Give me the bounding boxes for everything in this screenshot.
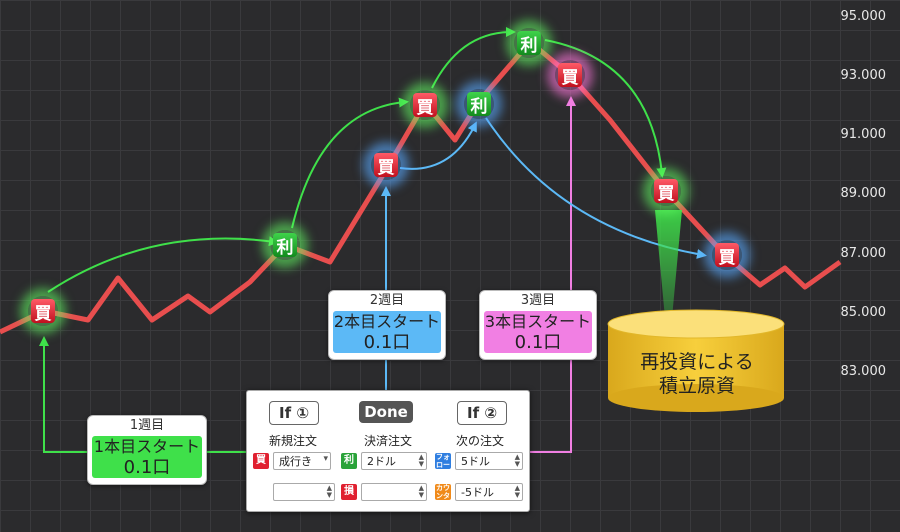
if2-label: If ② [457,401,507,425]
start-box: 3本目スタート 0.1口 [484,311,592,353]
lot-label: 0.1口 [363,332,411,353]
week3-card: 3週目 3本目スタート 0.1口 [479,290,597,360]
empty-stepper[interactable]: ▲▼ [273,483,335,501]
axis-tick: 83.000 [840,364,887,379]
take-profit-icon: 利 [341,453,357,469]
buy-badge: 買 [651,176,681,206]
week1-card: 1週目 1本目スタート 0.1口 [87,415,207,485]
done-label: Done [359,401,413,423]
order-type-select[interactable]: 成行き▾ [273,452,331,470]
arc-green-4 [544,39,667,178]
reinvest-line1: 再投資による [640,351,754,373]
price-line [0,39,842,335]
lot-label: 0.1口 [123,457,171,478]
buy-badge: 買 [410,90,440,120]
axis-tick: 85.000 [840,305,887,320]
axis-tick: 91.000 [840,127,887,142]
buy-badge: 買 [712,240,742,270]
new-order-header: 新規注文 [269,434,318,448]
follow-input[interactable]: 5ドル▲▼ [455,452,523,470]
buy-badge: 買 [28,296,58,326]
take-profit-badge: 利 [464,89,494,119]
reinvest-drum [607,309,785,412]
week2-card: 2週目 2本目スタート 0.1口 [328,290,446,360]
start-box: 1本目スタート 0.1口 [92,436,202,478]
funnel-to-drum [655,210,682,318]
start-label: 1本目スタート [93,437,201,456]
lot-label: 0.1口 [514,332,562,353]
if1-label: If ① [269,401,319,425]
start-box: 2本目スタート 0.1口 [333,311,441,353]
take-profit-input[interactable]: 2ドル▲▼ [361,452,427,470]
follow-icon: フォロー [435,453,451,469]
arc-green-2 [291,97,409,229]
reinvest-label: 再投資による 積立原資 [612,350,782,398]
stop-loss-icon: 損 [341,484,357,500]
reinvest-line2: 積立原資 [658,375,735,397]
start-label: 2本目スタート [333,312,441,331]
axis-tick: 87.000 [840,246,887,261]
next-order-header: 次の注文 [456,434,505,448]
buy-badge: 買 [555,60,585,90]
week-label: 2週目 [369,293,405,308]
connector-week3 [528,96,576,453]
week-label: 3週目 [520,293,556,308]
axis-tick: 93.000 [840,68,887,83]
arc-green-1 [47,236,279,293]
arc-green-3 [431,27,516,89]
counter-icon: カウンター [435,484,451,508]
axis-tick: 89.000 [840,186,887,201]
take-profit-badge: 利 [514,28,544,58]
buy-icon: 買 [253,453,269,469]
settle-order-header: 決済注文 [364,434,413,448]
ifdone-order-panel: If ① Done If ② 新規注文 決済注文 次の注文 買 成行き▾ 利 2… [246,390,530,512]
buy-badge: 買 [371,150,401,180]
counter-input[interactable]: -5ドル▲▼ [455,483,523,501]
stop-loss-input[interactable]: ▲▼ [361,483,427,501]
axis-tick: 95.000 [840,9,887,24]
connector-week1 [39,336,88,453]
start-label: 3本目スタート [484,312,592,331]
take-profit-badge: 利 [270,230,300,260]
week-label: 1週目 [129,418,165,433]
arc-blue-1 [399,121,477,170]
